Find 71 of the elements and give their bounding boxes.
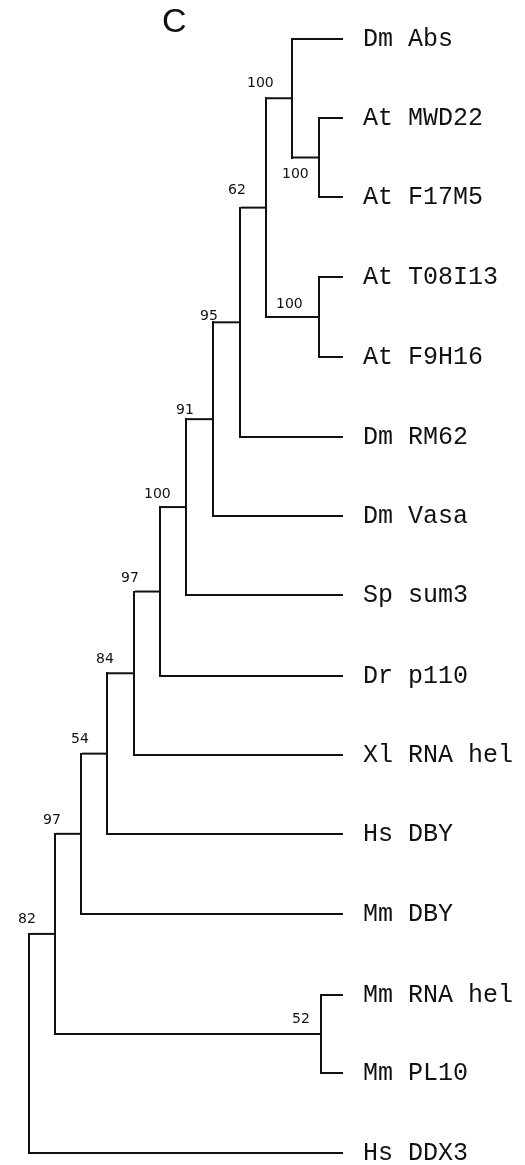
taxon-label: Mm RNA hel — [343, 981, 514, 1009]
taxon-label: Dm Abs — [343, 25, 453, 53]
tree-branch — [266, 97, 292, 100]
bootstrap-value: 84 — [96, 650, 114, 666]
branch-junction-line — [106, 672, 108, 835]
branch-junction-line — [80, 752, 82, 915]
branch-junction-line — [318, 117, 320, 198]
branch-junction-line — [265, 97, 267, 318]
branch-junction-line — [212, 321, 214, 517]
branch-junction-line — [320, 994, 322, 1074]
tree-branch — [81, 913, 344, 915]
tree-branch — [319, 117, 344, 119]
branch-junction-line — [185, 418, 187, 596]
taxon-label: At MWD22 — [343, 104, 484, 132]
bootstrap-value: 95 — [200, 307, 218, 323]
tree-branch — [186, 418, 213, 421]
branch-junction-line — [239, 206, 241, 438]
bootstrap-value: 100 — [276, 295, 303, 311]
tree-branch — [107, 672, 134, 675]
taxon-label: Hs DBY — [343, 820, 453, 848]
branch-junction-line — [28, 932, 30, 1154]
bootstrap-value: 91 — [176, 401, 194, 417]
taxon-label: At T08I13 — [343, 263, 499, 291]
branch-junction-line — [291, 38, 293, 159]
tree-branch — [292, 38, 344, 40]
bootstrap-value: 97 — [121, 569, 139, 585]
tree-branch — [319, 276, 344, 278]
taxon-label: Dr p110 — [343, 662, 469, 690]
bootstrap-value: 97 — [43, 811, 61, 827]
tree-branch — [213, 321, 240, 324]
tree-branch — [319, 196, 344, 198]
branch-junction-line — [159, 506, 161, 677]
tree-branch — [321, 1072, 344, 1074]
taxon-label: At F17M5 — [343, 183, 484, 211]
bootstrap-value: 54 — [71, 730, 89, 746]
tree-branch — [321, 994, 344, 996]
tree-branch — [160, 675, 344, 677]
tree-branch — [55, 832, 81, 835]
tree-branch — [134, 754, 344, 756]
tree-branch — [266, 316, 319, 318]
taxon-label: At F9H16 — [343, 343, 484, 371]
tree-branch — [134, 590, 160, 593]
taxon-label: Sp sum3 — [343, 581, 469, 609]
tree-branch — [186, 594, 344, 596]
tree-branch — [292, 156, 319, 159]
tree-branch — [160, 506, 186, 509]
panel-letter: C — [162, 0, 187, 40]
tree-branch — [55, 1033, 321, 1035]
tree-branch — [81, 752, 107, 755]
branch-junction-line — [318, 276, 320, 358]
bootstrap-value: 100 — [282, 165, 309, 181]
bootstrap-value: 52 — [292, 1010, 310, 1026]
taxon-label: Hs DDX3 — [343, 1139, 469, 1165]
tree-branch — [240, 206, 266, 209]
taxon-label: Mm DBY — [343, 900, 453, 928]
taxon-label: Mm PL10 — [343, 1059, 469, 1087]
tree-branch — [319, 356, 344, 358]
tree-branch — [107, 833, 344, 835]
bootstrap-value: 100 — [144, 485, 171, 501]
taxon-label: Dm RM62 — [343, 423, 469, 451]
tree-branch — [213, 515, 344, 517]
branch-junction-line — [133, 590, 135, 756]
bootstrap-value: 100 — [247, 74, 274, 90]
taxon-label: Dm Vasa — [343, 502, 469, 530]
tree-branch — [29, 1152, 344, 1154]
branch-junction-line — [54, 832, 56, 1035]
tree-branch — [29, 932, 55, 935]
bootstrap-value: 62 — [228, 181, 246, 197]
tree-branch — [240, 436, 344, 438]
bootstrap-value: 82 — [18, 910, 36, 926]
taxon-label: Xl RNA hel — [343, 741, 514, 769]
